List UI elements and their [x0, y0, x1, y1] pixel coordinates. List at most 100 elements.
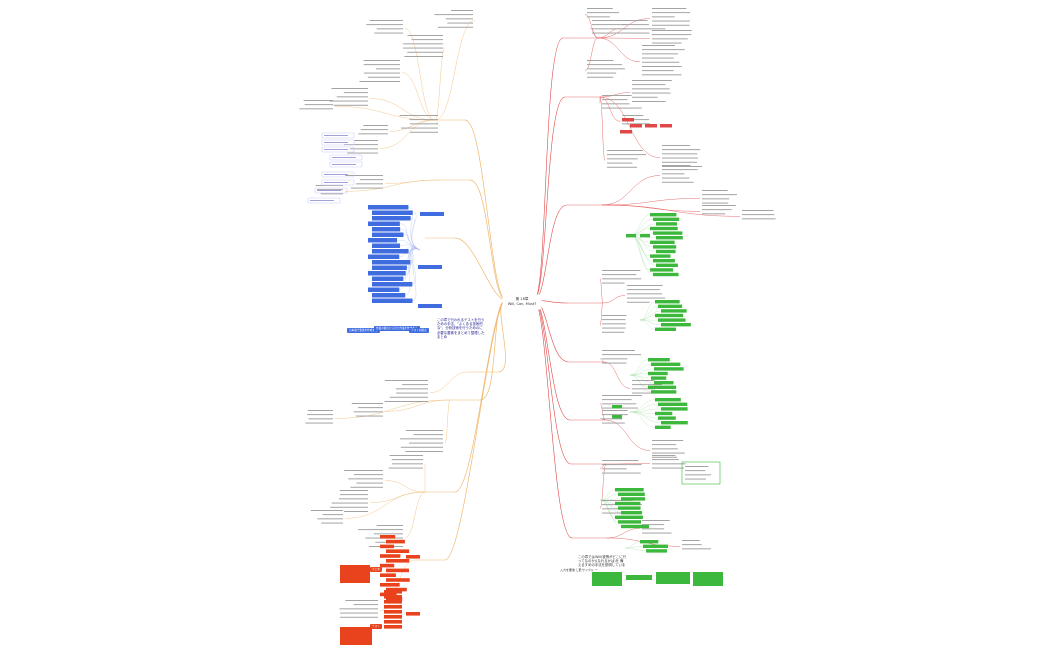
- green-node: [618, 492, 645, 496]
- blue-edge: [411, 212, 421, 251]
- orange-chip-2[interactable]: テスト: [370, 624, 382, 629]
- green-edge: [629, 411, 656, 428]
- text-line: [587, 8, 613, 9]
- sub-branch: [602, 295, 626, 304]
- text-line: [607, 150, 643, 151]
- text-line: [622, 119, 650, 121]
- blue-chip-2[interactable]: 作業の観点から見た作業を作成する: [374, 326, 420, 331]
- text-line: [632, 84, 666, 86]
- text-line: [652, 459, 679, 461]
- blue-chip-1[interactable]: 日本語で要素を作成する: [347, 328, 380, 333]
- sub-branch: [434, 47, 446, 121]
- sub-branch: [404, 491, 426, 538]
- orange-hub: [406, 555, 420, 559]
- text-line: [391, 463, 423, 465]
- red-node: [622, 118, 634, 122]
- sub-branch: [599, 403, 606, 421]
- green-node: [648, 358, 670, 362]
- text-line: [632, 384, 662, 386]
- text-line: [358, 529, 403, 531]
- orange-node: [380, 573, 396, 577]
- text-line: [652, 38, 688, 40]
- text-line: [409, 123, 438, 125]
- orange-node: [384, 615, 402, 619]
- text-line: [396, 392, 428, 394]
- text-line: [322, 514, 343, 516]
- text-line: [652, 455, 676, 456]
- green-node: [615, 488, 644, 492]
- orange-node: [386, 597, 403, 601]
- text-line: [662, 181, 694, 183]
- left-main-branch: [469, 179, 507, 301]
- text-line: [642, 524, 665, 526]
- text-line: [602, 282, 625, 284]
- green-node: [618, 506, 641, 510]
- blue-edge: [411, 248, 421, 301]
- text-line: [602, 107, 642, 109]
- text-line: [347, 152, 378, 154]
- sub-branch: [384, 480, 426, 493]
- orange-node: [384, 590, 402, 594]
- green-hub: [626, 234, 636, 238]
- text-line: [602, 103, 630, 105]
- text-line: [376, 28, 403, 30]
- text-line: [450, 10, 473, 11]
- text-line: [685, 470, 706, 472]
- text-line: [702, 202, 729, 204]
- text-line: [366, 24, 403, 26]
- blue-hub-node: [420, 212, 444, 216]
- green-edge: [639, 319, 662, 325]
- green-node: [661, 323, 691, 327]
- text-line: [602, 354, 642, 356]
- green-edge: [629, 374, 652, 393]
- green-edge: [629, 364, 652, 376]
- text-line: [627, 293, 663, 295]
- text-line: [359, 81, 400, 82]
- orange-chip-1[interactable]: まとめ: [370, 567, 382, 572]
- text-line: [602, 512, 632, 514]
- sub-branch: [605, 463, 651, 465]
- green-edge: [639, 319, 656, 330]
- text-line: [602, 500, 633, 501]
- sub-branch: [606, 528, 641, 539]
- text-line: [602, 331, 625, 333]
- orange-node: [386, 549, 410, 553]
- green-node: [661, 407, 688, 411]
- blue-hub-node: [418, 265, 442, 269]
- blue-chip-3[interactable]: テストの観点: [409, 328, 429, 333]
- mind-map-nodes: [299, 8, 776, 645]
- text-line: [333, 104, 368, 106]
- text-line: [411, 39, 443, 41]
- sub-branch: [599, 302, 604, 326]
- green-node: [650, 268, 674, 272]
- sub-branch: [604, 419, 651, 451]
- text-line: [602, 414, 628, 416]
- text-line: [353, 474, 383, 476]
- green-node: [615, 501, 641, 506]
- orange-card: [340, 565, 370, 583]
- green-node: [658, 304, 683, 308]
- text-line: [602, 362, 627, 364]
- green-node: [655, 425, 671, 429]
- lavender-text-line: [332, 164, 356, 165]
- text-line: [363, 64, 400, 66]
- text-line: [373, 533, 403, 535]
- text-line: [662, 173, 685, 175]
- blue-hub-node: [418, 304, 442, 308]
- green-node: [661, 421, 688, 425]
- text-line: [389, 396, 428, 398]
- green-framed-note: [681, 461, 721, 485]
- text-line: [308, 418, 333, 420]
- red-node: [630, 124, 642, 128]
- text-line: [622, 24, 649, 26]
- bottom-left-label: 入力を要素 したサイクル ⁠ー: [560, 568, 598, 572]
- text-line: [404, 56, 443, 57]
- text-line: [587, 60, 614, 61]
- root-node[interactable]: 第 18章 Will, Can, Must?: [505, 297, 539, 306]
- green-node: [618, 520, 642, 524]
- text-line: [602, 422, 625, 424]
- text-line: [359, 179, 383, 181]
- green-node: [615, 515, 643, 519]
- text-line: [299, 108, 333, 110]
- text-line: [399, 438, 443, 440]
